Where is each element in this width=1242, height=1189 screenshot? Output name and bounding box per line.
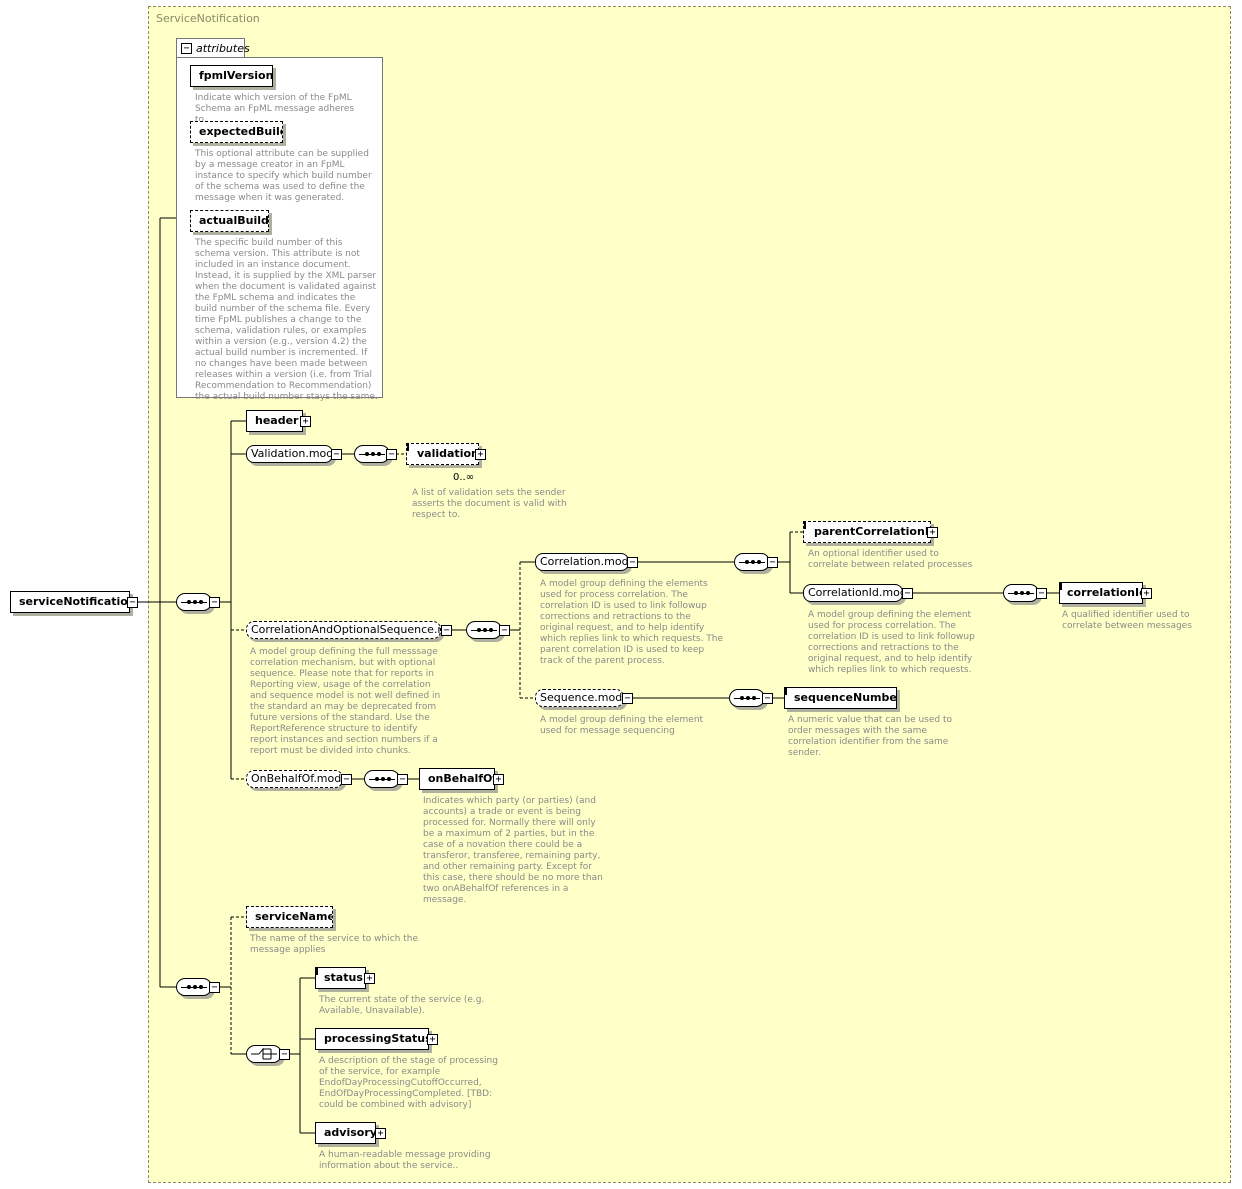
- element-label: processingStatus: [324, 1032, 429, 1045]
- sequence-compositor-icon: [176, 978, 212, 996]
- element-label: parentCorrelationId: [814, 525, 931, 538]
- element-sequencenumber[interactable]: sequenceNumber: [784, 687, 897, 709]
- element-servicename[interactable]: serviceName: [246, 906, 333, 928]
- attribute-expectedbuild[interactable]: expectedBuild: [190, 121, 283, 143]
- collapse-toggle-icon[interactable]: −: [1036, 588, 1047, 599]
- collapse-toggle-icon[interactable]: −: [767, 557, 778, 568]
- element-label: onBehalfOf: [428, 772, 495, 785]
- collapse-toggle-icon[interactable]: −: [279, 1049, 290, 1060]
- group-label: Correlation.model: [540, 555, 629, 568]
- expand-toggle-icon[interactable]: +: [475, 449, 486, 460]
- element-processingstatus[interactable]: processingStatus: [315, 1028, 429, 1050]
- element-label: sequenceNumber: [794, 691, 897, 704]
- sequence-compositor-icon: [729, 689, 765, 707]
- element-doc: A human-readable message providing infor…: [319, 1150, 491, 1171]
- root-element-label: serviceNotification: [19, 595, 130, 608]
- collapse-toggle-icon[interactable]: −: [127, 597, 138, 608]
- group-doc: A model group defining the element used …: [540, 715, 704, 736]
- expand-toggle-icon[interactable]: +: [364, 973, 375, 984]
- attribute-doc: This optional attribute can be supplied …: [195, 149, 372, 203]
- expand-toggle-icon[interactable]: +: [300, 416, 311, 427]
- element-doc: An optional identifier used to correlate…: [808, 549, 973, 570]
- group-correlationid-model[interactable]: CorrelationId.model: [803, 584, 903, 602]
- collapse-toggle-icon[interactable]: −: [209, 982, 220, 993]
- element-doc: The current state of the service (e.g. A…: [319, 995, 485, 1016]
- group-validation-model[interactable]: Validation.model: [246, 445, 333, 463]
- element-correlationid[interactable]: correlationId: [1059, 582, 1143, 604]
- collapse-toggle-icon[interactable]: −: [209, 597, 220, 608]
- sequence-compositor-icon: [1003, 584, 1039, 602]
- group-correlation-model[interactable]: Correlation.model: [535, 553, 629, 571]
- expand-toggle-icon[interactable]: +: [927, 527, 938, 538]
- element-label: serviceName: [255, 910, 333, 923]
- collapse-toggle-icon[interactable]: −: [181, 43, 192, 54]
- sequence-compositor-icon: [354, 445, 390, 463]
- sequence-compositor-icon: [364, 770, 400, 788]
- root-element-servicenotification[interactable]: serviceNotification: [10, 591, 130, 613]
- occurrence-label: 0..∞: [453, 472, 475, 483]
- collapse-toggle-icon[interactable]: −: [341, 774, 352, 785]
- sequence-compositor-icon: [734, 553, 770, 571]
- element-label: status: [324, 971, 363, 984]
- attribute-doc: The specific build number of this schema…: [195, 238, 378, 402]
- group-label: OnBehalfOf.model: [251, 772, 343, 785]
- element-doc: A list of validation sets the sender ass…: [412, 488, 567, 520]
- attribute-label: expectedBuild: [199, 125, 283, 138]
- expand-toggle-icon[interactable]: +: [375, 1128, 386, 1139]
- element-parentcorrelationid[interactable]: parentCorrelationId: [803, 521, 931, 543]
- element-doc: A qualified identifier used to correlate…: [1062, 610, 1192, 631]
- element-label: advisory: [324, 1126, 376, 1139]
- sequence-compositor-icon: [466, 621, 502, 639]
- element-label: correlationId: [1067, 586, 1143, 599]
- collapse-toggle-icon[interactable]: −: [622, 693, 633, 704]
- group-doc: A model group defining the elements used…: [540, 579, 724, 666]
- type-name-label: ServiceNotification: [156, 12, 260, 25]
- collapse-toggle-icon[interactable]: −: [902, 588, 913, 599]
- element-label: validation: [417, 447, 479, 460]
- attribute-doc: Indicate which version of the FpML Schem…: [195, 93, 355, 125]
- expand-toggle-icon[interactable]: +: [1141, 588, 1152, 599]
- element-doc: The name of the service to which the mes…: [250, 934, 418, 955]
- attributes-tab[interactable]: − attributes: [176, 38, 250, 58]
- attribute-label: fpmlVersion: [199, 69, 273, 82]
- attributes-tab-label: attributes: [196, 42, 250, 55]
- element-header[interactable]: header: [246, 410, 303, 432]
- attribute-actualbuild[interactable]: actualBuild: [190, 210, 269, 232]
- element-doc: Indicates which party (or parties) (and …: [423, 796, 603, 905]
- element-doc: A numeric value that can be used to orde…: [788, 715, 952, 758]
- group-doc: A model group defining the element used …: [808, 610, 975, 675]
- element-advisory[interactable]: advisory: [315, 1122, 376, 1144]
- collapse-toggle-icon[interactable]: −: [627, 557, 638, 568]
- group-correlationandoptionalsequence-model[interactable]: CorrelationAndOptionalSequence.mo...: [246, 621, 441, 639]
- collapse-toggle-icon[interactable]: −: [386, 449, 397, 460]
- attribute-fpmlversion[interactable]: fpmlVersion: [190, 65, 273, 87]
- collapse-toggle-icon[interactable]: −: [762, 693, 773, 704]
- group-doc: A model group defining the full messsage…: [250, 647, 441, 756]
- collapse-toggle-icon[interactable]: −: [441, 625, 452, 636]
- element-doc: A description of the stage of processing…: [319, 1056, 498, 1110]
- group-sequence-model[interactable]: Sequence.model: [535, 689, 624, 707]
- collapse-toggle-icon[interactable]: −: [397, 774, 408, 785]
- expand-toggle-icon[interactable]: +: [493, 774, 504, 785]
- group-onbehalfof-model[interactable]: OnBehalfOf.model: [246, 770, 343, 788]
- choice-compositor-icon: [246, 1045, 282, 1063]
- element-status[interactable]: status: [315, 967, 366, 989]
- element-validation[interactable]: validation: [406, 443, 479, 465]
- collapse-toggle-icon[interactable]: −: [499, 625, 510, 636]
- group-label: Validation.model: [251, 447, 333, 460]
- attribute-label: actualBuild: [199, 214, 269, 227]
- group-label: CorrelationAndOptionalSequence.mo...: [251, 623, 440, 636]
- expand-toggle-icon[interactable]: +: [427, 1034, 438, 1045]
- element-onbehalfof[interactable]: onBehalfOf: [419, 768, 495, 790]
- sequence-compositor-icon: [176, 593, 212, 611]
- group-label: CorrelationId.model: [808, 586, 902, 599]
- element-label: header: [255, 414, 299, 427]
- group-label: Sequence.model: [540, 691, 624, 704]
- collapse-toggle-icon[interactable]: −: [331, 449, 342, 460]
